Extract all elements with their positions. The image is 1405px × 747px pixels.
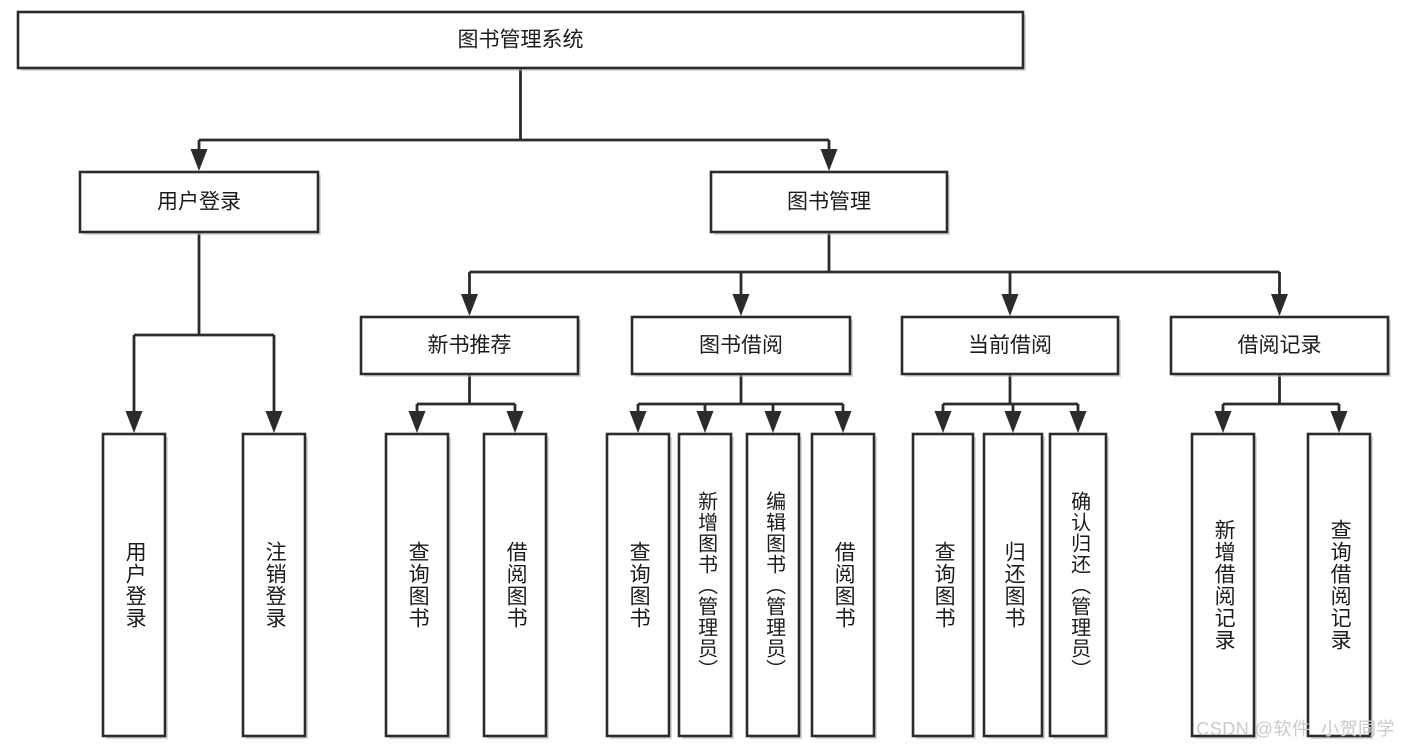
- node-root[interactable]: 图书管理系统: [16, 10, 1026, 71]
- node-book-manage[interactable]: 图书管理: [709, 170, 950, 235]
- node-leaf-nb-borrow[interactable]: [482, 432, 549, 739]
- node-label: 图书管理系统: [458, 29, 584, 52]
- watermark-text: CSDN @软件_小贺同学: [1196, 719, 1395, 739]
- node-label: 图书管理: [787, 191, 871, 214]
- node-leaf-cb-return[interactable]: [982, 432, 1045, 739]
- node-leaf-bb-borrow[interactable]: [810, 432, 877, 739]
- node-leaf-user-login[interactable]: [101, 432, 168, 739]
- node-borrow-record[interactable]: 借阅记录: [1169, 315, 1391, 377]
- node-new-book[interactable]: 新书推荐: [359, 315, 581, 377]
- node-label: 图书借阅: [699, 334, 783, 357]
- node-leaf-cb-query[interactable]: [911, 432, 976, 739]
- node-leaf-br-query[interactable]: [1306, 432, 1373, 739]
- node-label: 新书推荐: [428, 334, 512, 357]
- node-label: 借阅记录: [1238, 334, 1322, 357]
- node-label: 当前借阅: [968, 334, 1052, 357]
- node-leaf-bb-query[interactable]: [605, 432, 672, 739]
- node-leaf-bb-edit[interactable]: [745, 432, 802, 739]
- node-label: 用户登录: [157, 191, 241, 214]
- node-current-borrow[interactable]: 当前借阅: [900, 315, 1121, 377]
- node-leaf-nb-query[interactable]: [384, 432, 451, 739]
- node-leaf-cb-confirm[interactable]: [1048, 432, 1109, 739]
- node-leaf-bb-add[interactable]: [677, 432, 734, 739]
- node-book-borrow[interactable]: 图书借阅: [630, 315, 853, 377]
- node-user-login[interactable]: 用户登录: [78, 170, 321, 235]
- node-leaf-br-add[interactable]: [1190, 432, 1257, 739]
- node-leaf-user-logout[interactable]: [241, 432, 308, 739]
